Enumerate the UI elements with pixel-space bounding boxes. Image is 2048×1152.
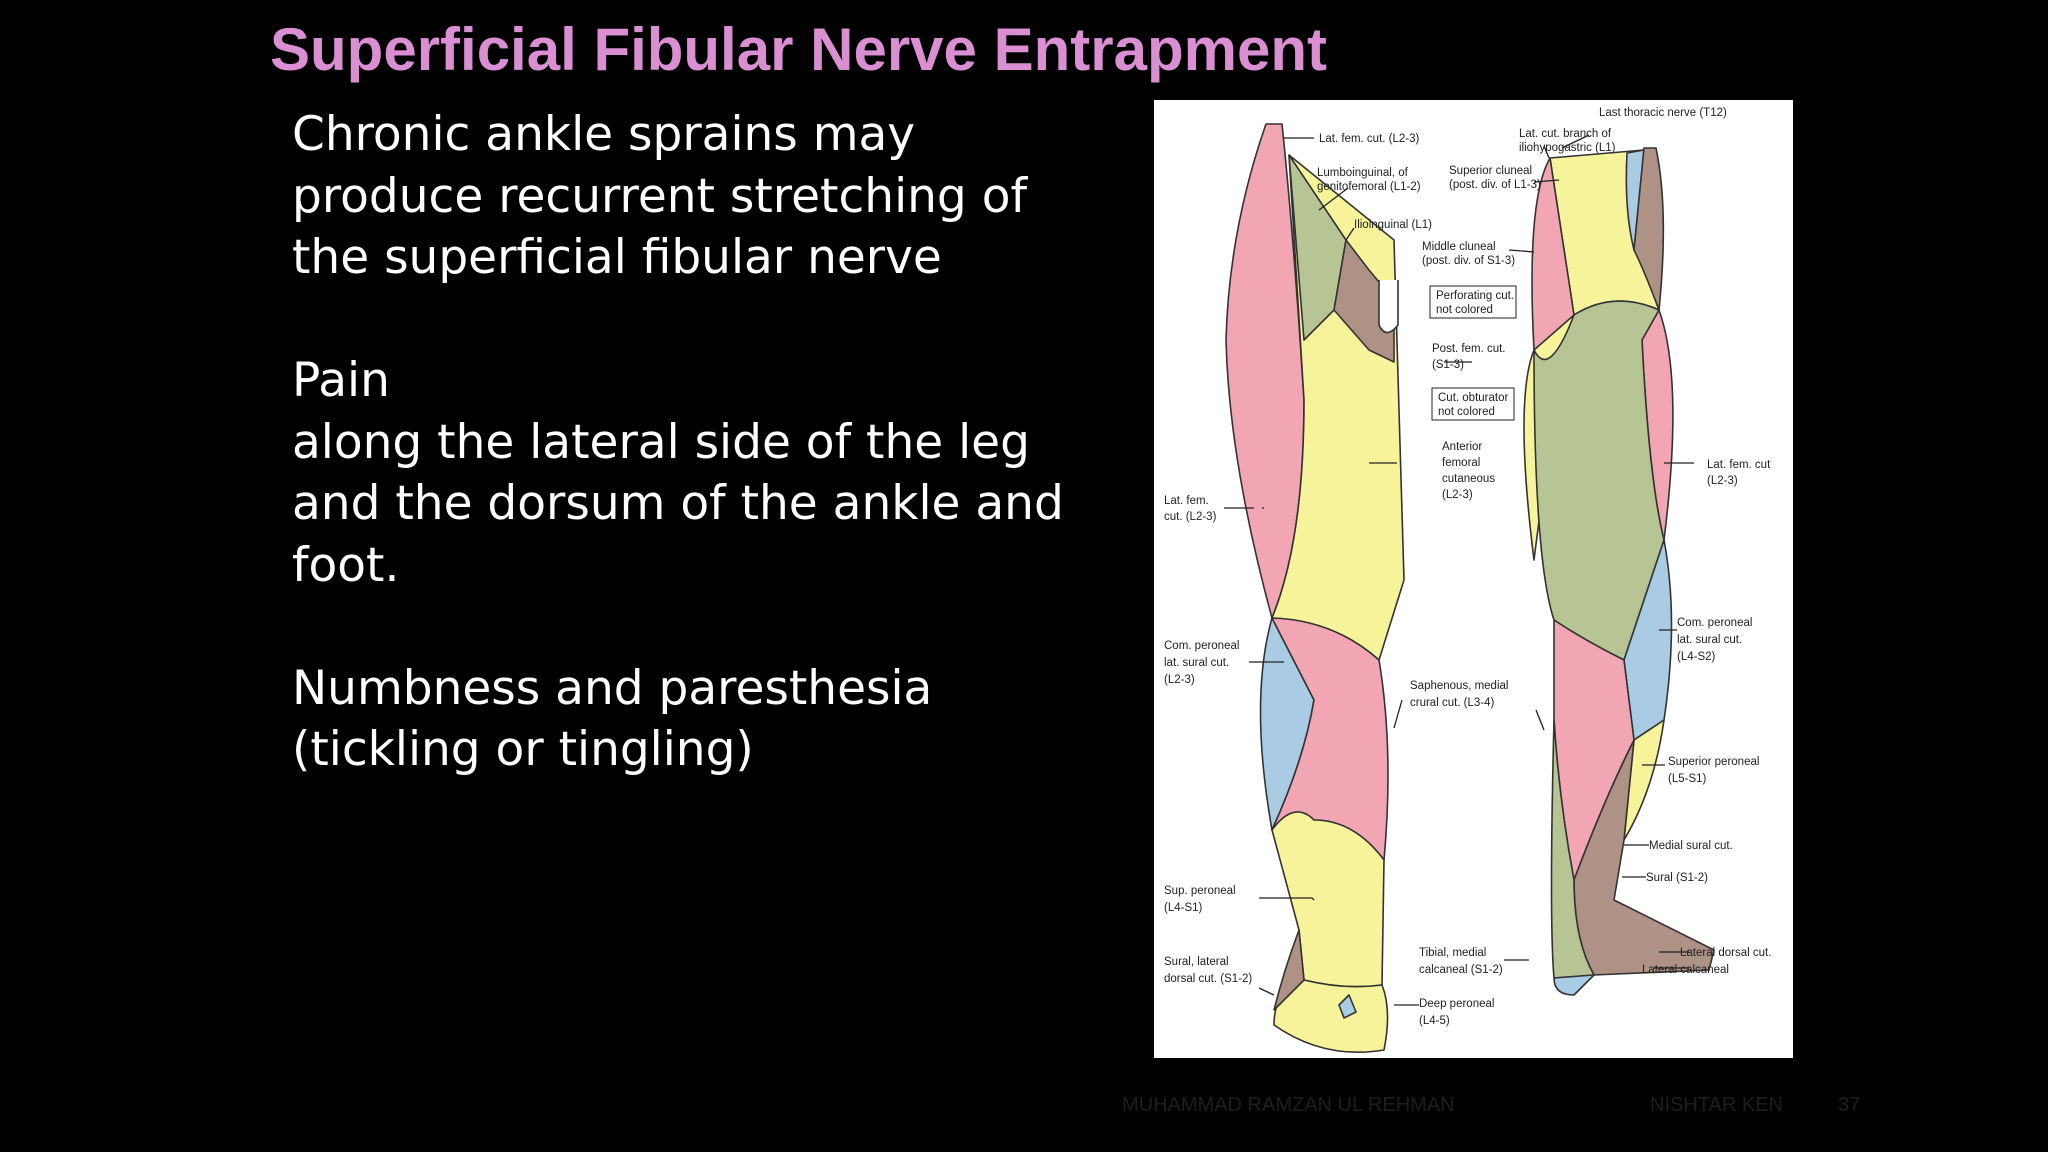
label-sural: Sural (S1-2)	[1646, 872, 1708, 884]
label-sup-peroneal: Sup. peroneal(L4-S1)	[1164, 885, 1236, 914]
label-lat-fem-cut-left: Lat. fem.cut. (L2-3)	[1164, 495, 1217, 523]
paragraph-chronic-sprains: Chronic ankle sprains may produce recurr…	[292, 104, 1152, 289]
posterior-heel-region	[1550, 719, 1595, 979]
posterior-com-peroneal-region	[1623, 539, 1673, 741]
body-line: Numbness and paresthesia	[292, 660, 933, 716]
footer-page-number: 37	[1838, 1094, 1861, 1116]
body-line: Pain	[292, 353, 390, 408]
label-lateral-calcaneal: Lateral calcaneal	[1642, 964, 1729, 976]
label-perforating: Perforating cut.not colored	[1436, 290, 1514, 316]
last-thoracic-region	[1633, 147, 1665, 311]
slide-title: Superficial Fibular Nerve Entrapment	[270, 16, 1327, 83]
body-line: foot.	[292, 537, 400, 593]
body-line: along the lateral side of the leg	[292, 414, 1030, 470]
body-line: the superficial fibular nerve	[292, 230, 942, 285]
footer-institution: NISHTAR KEN	[1650, 1094, 1783, 1116]
body-line: Chronic ankle sprains may	[292, 107, 916, 162]
body-line: produce recurrent stretching of	[292, 168, 1027, 224]
body-line: (tickling or tingling)	[292, 722, 754, 777]
slide-body: Chronic ankle sprains may produce recurr…	[292, 104, 1152, 781]
sural-lateral-foot	[1273, 929, 1305, 1011]
label-middle-cluneal: Middle cluneal(post. div. of S1-3)	[1422, 241, 1515, 267]
body-line: and the dorsum of the ankle and	[292, 476, 1064, 531]
deep-peroneal-region	[1338, 994, 1357, 1019]
paragraph-pain: Pain along the lateral side of the leg a…	[292, 350, 1152, 596]
tibial-calcaneal-region	[1553, 974, 1595, 996]
label-lat-fem-cut-right: Lat. fem. cut(L2-3)	[1707, 459, 1771, 487]
label-last-thoracic: Last thoracic nerve (T12)	[1599, 107, 1727, 119]
foot-anterior	[1273, 979, 1389, 1053]
label-post-fem-cut: Post. fem. cut.(S1-3)	[1432, 343, 1506, 371]
label-medial-sural: Medial sural cut.	[1649, 840, 1733, 852]
genital-outline	[1378, 280, 1399, 334]
label-ilioinguinal: Ilioinguinal (L1)	[1354, 219, 1432, 231]
footer-author: MUHAMMAD RAMZAN UL REHMAN	[1122, 1094, 1455, 1116]
label-lat-fem-cut-top: Lat. fem. cut. (L2-3)	[1319, 133, 1420, 145]
label-lateral-dorsal: Lateral dorsal cut.	[1680, 947, 1771, 959]
superior-peroneal-region	[1623, 719, 1665, 841]
label-superior-cluneal: Superior cluneal(post. div. of L1-3)	[1449, 165, 1541, 191]
leg-nerve-diagram: Last thoracic nerve (T12) Lat. cut. bran…	[1164, 107, 1771, 1053]
genital-region	[1333, 239, 1395, 363]
dermatome-figure: Last thoracic nerve (T12) Lat. cut. bran…	[1154, 100, 1793, 1058]
paragraph-numbness: Numbness and paresthesia (tickling or ti…	[292, 658, 1152, 781]
label-superior-peroneal: Superior peroneal(L5-S1)	[1668, 756, 1759, 785]
label-deep-peroneal: Deep peroneal(L4-5)	[1419, 998, 1494, 1027]
